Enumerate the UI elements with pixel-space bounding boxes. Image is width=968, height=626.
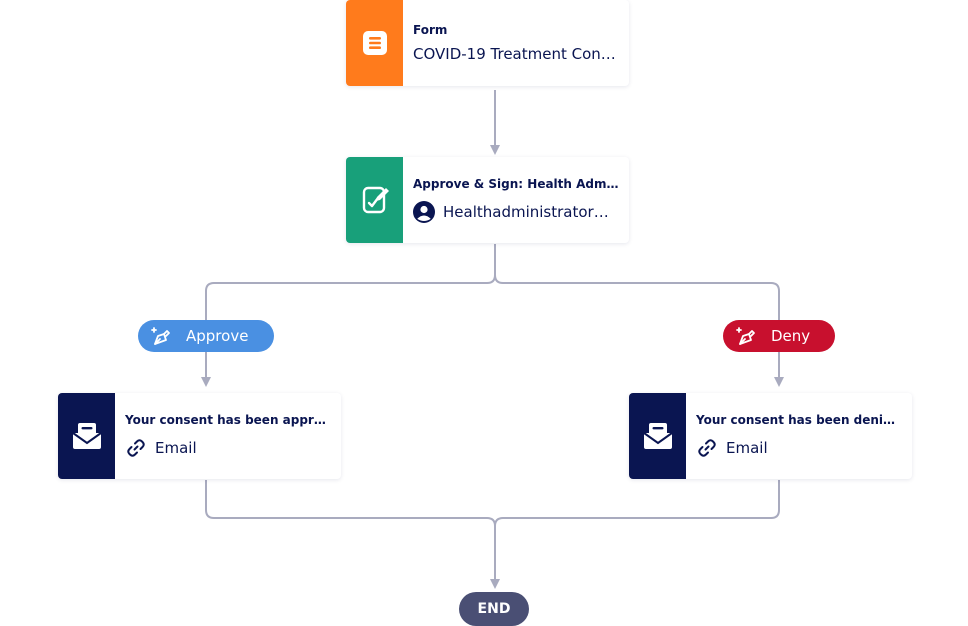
branch-deny-label: Deny xyxy=(771,327,811,345)
node-form[interactable]: Form COVID-19 Treatment Cons... xyxy=(346,0,629,86)
user-avatar-icon xyxy=(413,201,435,223)
sign-document-icon xyxy=(362,186,389,214)
connector-merge-left xyxy=(205,480,496,527)
node-form-title: Form xyxy=(413,23,448,37)
node-approved-email[interactable]: Your consent has been appro... Email xyxy=(58,393,341,479)
node-approve-sign[interactable]: Approve & Sign: Health Admi... Healthadm… xyxy=(346,157,629,243)
node-approve-sign-assignee: Healthadministrator@... xyxy=(443,203,619,221)
mailbox-icon xyxy=(642,423,673,449)
node-denied-email-title: Your consent has been denied. xyxy=(696,413,902,427)
node-approved-email-title: Your consent has been appro... xyxy=(125,413,331,427)
node-approve-sign-title: Approve & Sign: Health Admi... xyxy=(413,177,619,191)
connector-branch-left xyxy=(201,274,496,387)
node-approve-sign-icon-panel xyxy=(346,157,403,243)
branch-deny-pill[interactable]: Deny xyxy=(723,320,835,352)
end-node[interactable]: END xyxy=(459,592,529,626)
node-approved-email-type: Email xyxy=(155,439,197,457)
connector-branch-right xyxy=(494,274,784,387)
link-icon xyxy=(125,437,147,459)
connector-merge-right xyxy=(494,480,780,527)
pen-sparkle-icon xyxy=(150,324,174,348)
node-form-subtitle: COVID-19 Treatment Cons... xyxy=(413,45,619,63)
end-label: END xyxy=(477,601,511,617)
form-document-icon xyxy=(362,31,387,55)
node-approved-email-icon-panel xyxy=(58,393,115,479)
branch-approve-label: Approve xyxy=(186,327,249,345)
node-denied-email[interactable]: Your consent has been denied. Email xyxy=(629,393,912,479)
link-icon xyxy=(696,437,718,459)
pen-sparkle-icon xyxy=(735,324,759,348)
node-form-icon-panel xyxy=(346,0,403,86)
mailbox-icon xyxy=(71,423,102,449)
node-denied-email-type: Email xyxy=(726,439,768,457)
branch-approve-pill[interactable]: Approve xyxy=(138,320,274,352)
node-denied-email-icon-panel xyxy=(629,393,686,479)
